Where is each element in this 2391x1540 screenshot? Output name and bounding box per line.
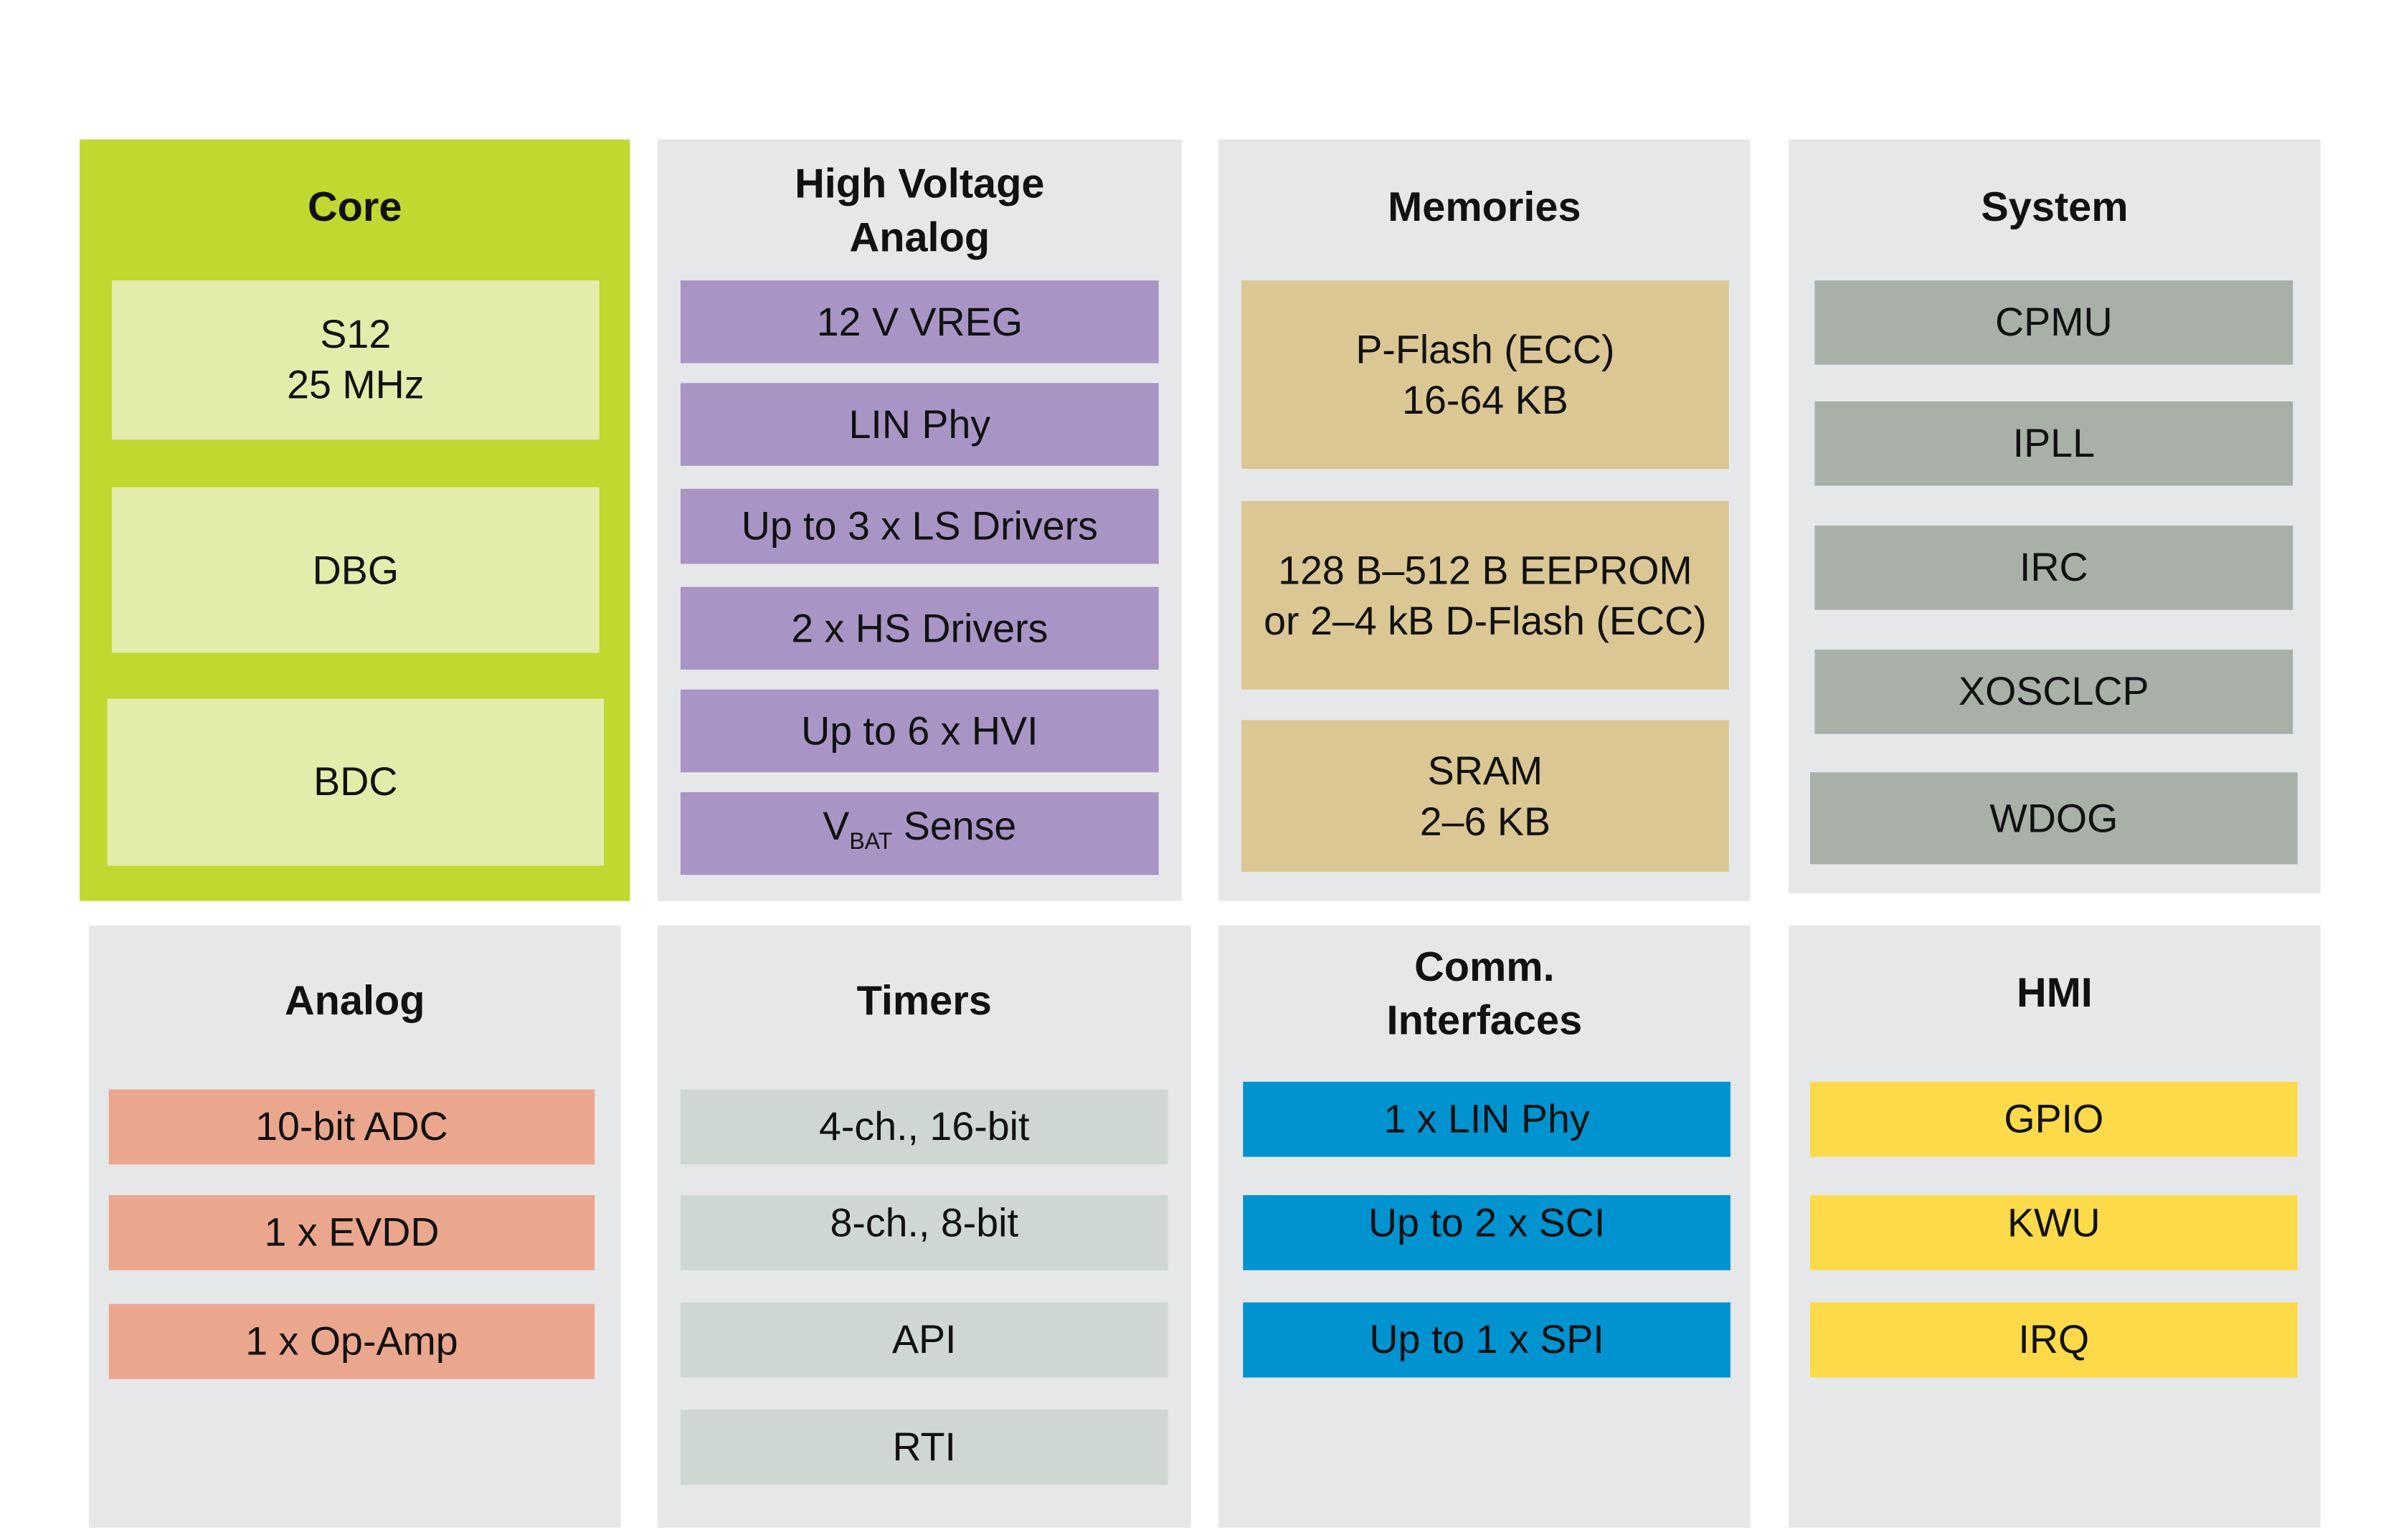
hv-block: Up to 6 x HVI: [680, 689, 1159, 773]
system-block: IRC: [1814, 526, 2293, 610]
comm-block: Up to 1 x SPI: [1243, 1302, 1730, 1378]
system-block: WDOG: [1810, 772, 2298, 865]
hv-analog-title: High Voltage Analog: [795, 161, 1045, 261]
system-block: XOSCLCP: [1814, 650, 2293, 734]
timer-block: API: [680, 1302, 1168, 1378]
system-panel: System: [1789, 139, 2321, 893]
system-block: CPMU: [1814, 280, 2293, 365]
hv-block: Up to 3 x LS Drivers: [680, 488, 1159, 564]
analog-title: Analog: [284, 977, 425, 1024]
timer-block: 8-ch., 8-bit: [680, 1195, 1168, 1270]
hmi-block: GPIO: [1810, 1081, 2298, 1157]
core-title: Core: [308, 184, 402, 230]
hv-block-vbat-sense: VBAT Sense: [680, 792, 1159, 875]
comm-block: 1 x LIN Phy: [1243, 1081, 1730, 1157]
vbat-v: V: [823, 802, 850, 848]
comm-block: Up to 2 x SCI: [1243, 1195, 1730, 1270]
vbat-sense: Sense: [892, 802, 1017, 848]
hmi-block: KWU: [1810, 1195, 2298, 1270]
system-title: System: [1981, 184, 2129, 230]
analog-block: 1 x EVDD: [108, 1195, 595, 1270]
hv-block: LIN Phy: [680, 383, 1159, 466]
system-block: IPLL: [1814, 401, 2293, 486]
timers-title: Timers: [856, 977, 992, 1024]
core-block-s12: S12 25 MHz: [112, 280, 600, 440]
memories-title: Memories: [1388, 184, 1581, 230]
comm-interfaces-title: Comm. Interfaces: [1386, 944, 1583, 1044]
analog-block: 1 x Op-Amp: [108, 1303, 595, 1379]
timer-block: 4-ch., 16-bit: [680, 1089, 1168, 1165]
memory-block-eeprom: 128 B–512 B EEPROM or 2–4 kB D-Flash (EC…: [1241, 500, 1729, 690]
core-block-bdc: BDC: [107, 698, 605, 866]
hmi-title: HMI: [2017, 969, 2093, 1016]
hv-block: 12 V VREG: [680, 280, 1159, 363]
vbat-subscript: BAT: [849, 828, 893, 855]
timer-block: RTI: [680, 1410, 1168, 1485]
core-block-dbg: DBG: [112, 487, 600, 653]
memory-block-sram: SRAM 2–6 KB: [1241, 720, 1729, 873]
analog-block: 10-bit ADC: [108, 1089, 595, 1165]
hv-block: 2 x HS Drivers: [680, 586, 1159, 670]
memory-block-pflash: P-Flash (ECC) 16-64 KB: [1241, 280, 1729, 469]
hmi-block: IRQ: [1810, 1302, 2298, 1378]
